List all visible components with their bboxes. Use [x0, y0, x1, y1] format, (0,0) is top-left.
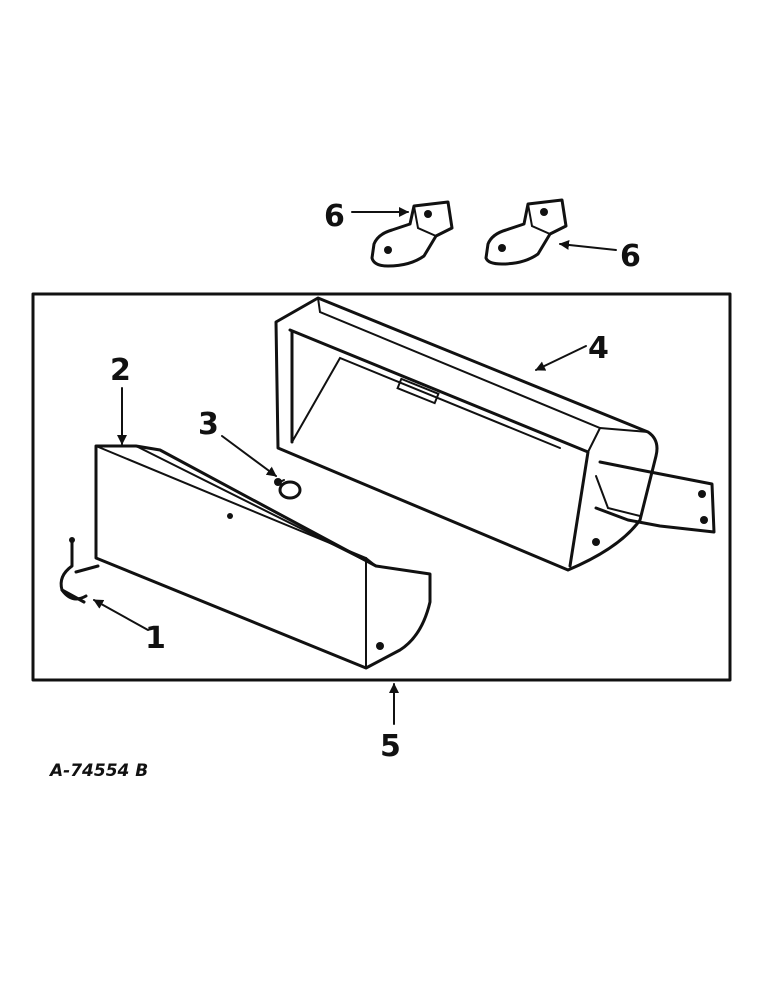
hinge-pin — [59, 537, 100, 604]
leader-arrow-1 — [93, 599, 149, 631]
callout-4: 4 — [588, 331, 609, 366]
glove-box-door — [94, 444, 432, 670]
latch-screw — [274, 478, 302, 500]
callout-5: 5 — [380, 729, 401, 764]
mounting-bracket-right — [484, 198, 568, 266]
assembly-frame — [31, 292, 732, 682]
leader-arrow-4 — [535, 345, 587, 371]
leader-arrow-6b — [559, 239, 617, 251]
mounting-bracket-left — [370, 200, 454, 268]
callout-3: 3 — [198, 407, 219, 442]
callout-6-right: 6 — [620, 239, 641, 274]
glove-box-housing — [274, 296, 716, 572]
callout-1: 1 — [145, 621, 166, 656]
leader-arrow-3 — [221, 435, 277, 477]
callout-2: 2 — [110, 353, 131, 388]
reference-number: A-74554 B — [48, 761, 148, 781]
callout-6-left: 6 — [324, 199, 345, 234]
